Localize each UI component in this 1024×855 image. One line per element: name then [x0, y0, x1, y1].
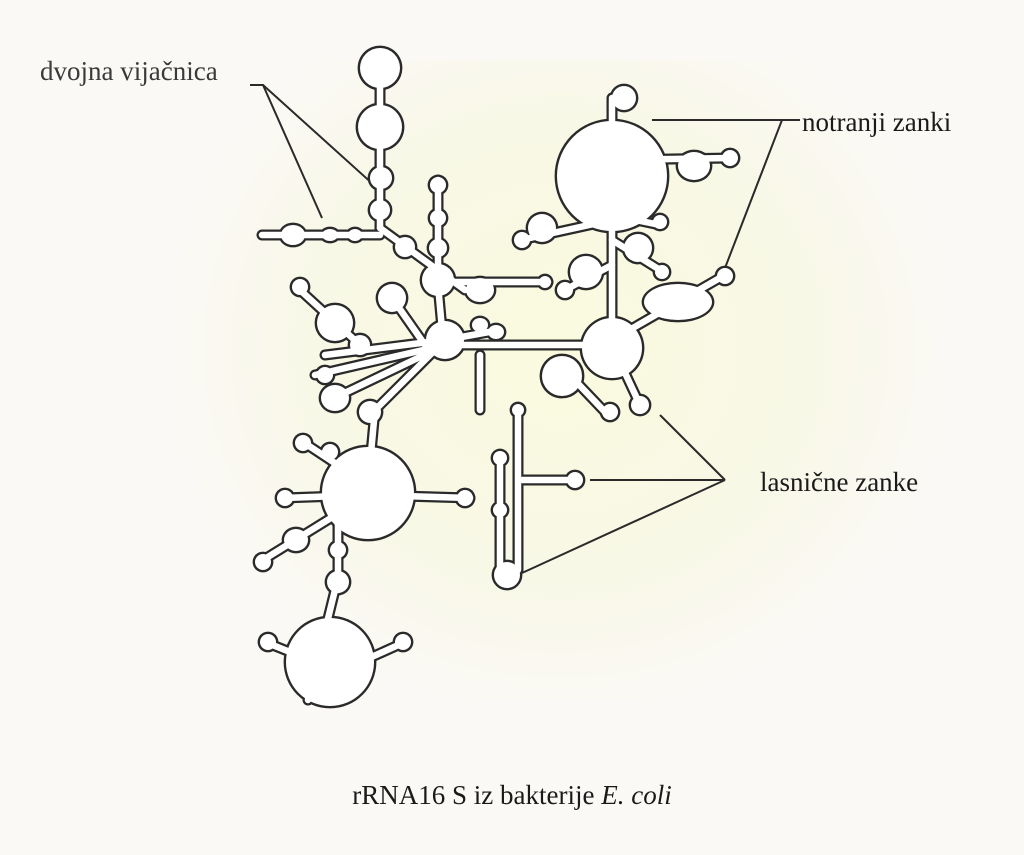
label-double-helix: dvojna vijačnica [40, 58, 218, 85]
rna-loop [488, 325, 504, 339]
rna-loop [348, 229, 362, 241]
label-hairpin-loops: lasnične zanke [760, 469, 918, 496]
rna-loop [360, 48, 400, 88]
rna-loop [653, 215, 667, 229]
figure-caption: rRNA16 S iz bakterije E. coli [0, 782, 1024, 809]
rna-loop [644, 284, 712, 320]
rna-loop [430, 210, 446, 226]
rna-loop [514, 232, 530, 248]
rna-loop [429, 239, 447, 257]
rna-loop [277, 490, 293, 506]
rna-loop [494, 562, 520, 588]
rna-loop [466, 278, 494, 302]
rna-loop [722, 150, 738, 166]
rna-loop [255, 554, 271, 570]
rna-loop [542, 356, 582, 396]
rna-loop [395, 634, 411, 650]
rna-fill [255, 48, 738, 706]
rna-loop [655, 265, 669, 279]
rna-loop [359, 401, 381, 423]
rna-loop [512, 404, 524, 416]
rna-loop [602, 404, 618, 420]
pointer-internal-loops-2 [725, 120, 782, 268]
label-internal-loops: notranji zanki [802, 109, 951, 136]
rna-loop [322, 229, 338, 241]
rna-loop [539, 276, 551, 288]
rna-loop [567, 472, 583, 488]
rna-loop [330, 542, 346, 558]
rna-loop [422, 264, 454, 296]
rna-loop [295, 435, 311, 451]
rna-loop [281, 225, 305, 245]
rna-loop [322, 444, 338, 460]
rna-loop [582, 318, 642, 378]
rna-loop [350, 335, 370, 355]
pointer-hairpin-3 [522, 480, 725, 573]
rna-loop [631, 396, 649, 414]
rna-loop [528, 214, 556, 242]
rna-loop [678, 152, 710, 180]
caption-prefix: rRNA16 S iz bakterije [352, 780, 594, 810]
rna-loop [358, 105, 402, 149]
rna-loop [317, 367, 333, 383]
rna-loop [284, 529, 308, 551]
rna-loop [317, 305, 353, 341]
rna-loop [426, 321, 464, 359]
rna-loop [370, 167, 392, 189]
rna-loop [557, 282, 573, 298]
rna-loop [322, 447, 414, 539]
rna-loop [286, 618, 374, 706]
rna-loop [370, 200, 390, 220]
rna-loop [395, 237, 415, 257]
rna-loop [292, 279, 308, 295]
rna-loop [612, 86, 636, 110]
rna-loop [493, 451, 507, 465]
caption-species: E. coli [601, 780, 671, 810]
rna-loop [493, 503, 507, 517]
rna-loop [321, 385, 349, 411]
rna-loop [260, 634, 276, 650]
rna-loop [457, 490, 473, 506]
pointer-hairpin-2 [660, 415, 725, 480]
rna-loop [430, 177, 446, 193]
rna-loop [557, 121, 667, 231]
rna-loop [327, 571, 349, 593]
rna-loop [570, 256, 602, 288]
rna-loop [624, 234, 652, 262]
rna-loop [472, 318, 488, 332]
rna-loop [717, 268, 733, 284]
rna-loop [378, 284, 406, 312]
